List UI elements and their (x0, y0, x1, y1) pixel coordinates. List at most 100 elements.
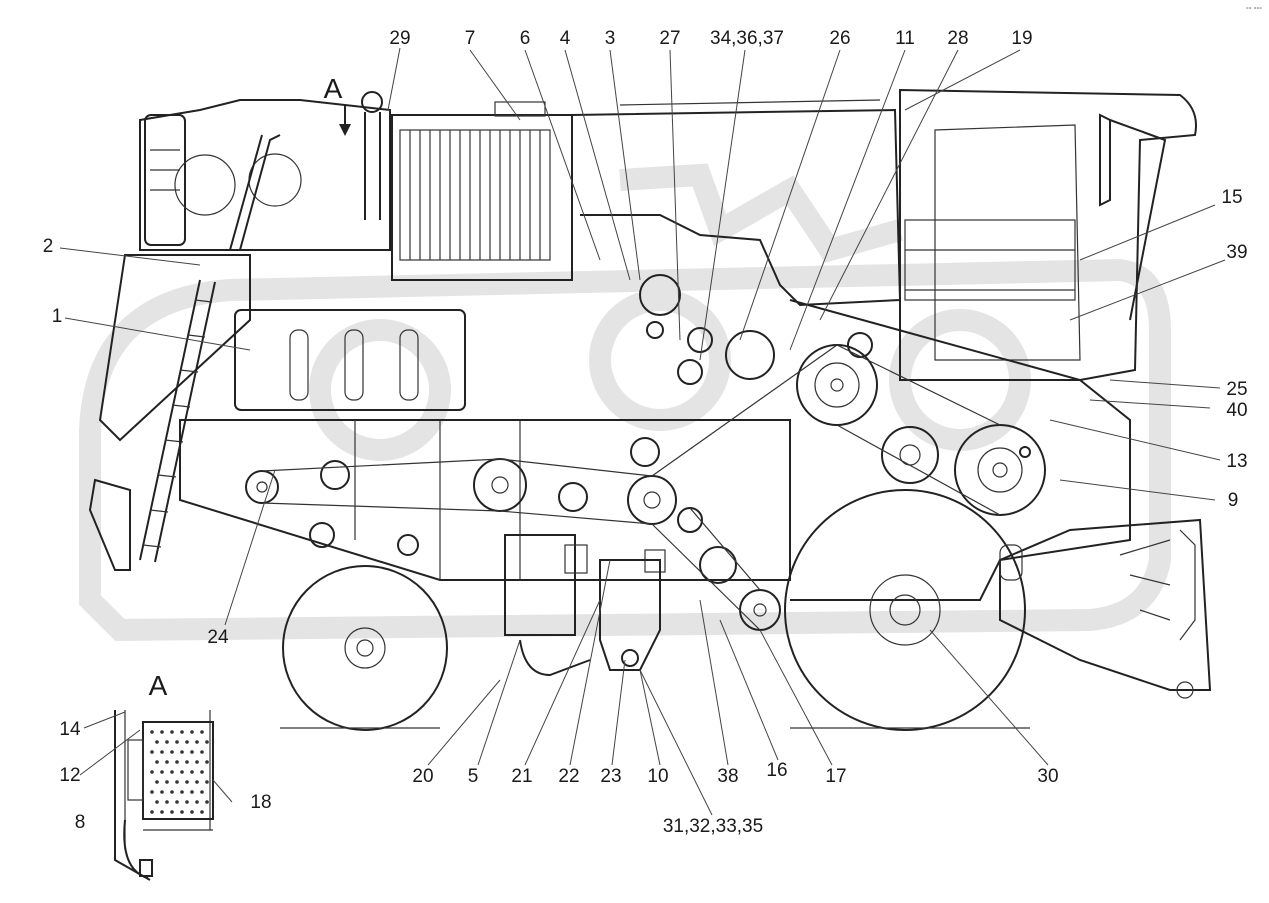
wheels (280, 489, 1030, 731)
perforation-dot (180, 730, 184, 734)
perforation-dot (195, 780, 199, 784)
callout-29: 29 (389, 28, 410, 49)
perforation-dot (165, 780, 169, 784)
callout-21: 21 (511, 766, 532, 787)
corner-mark: °° °°° (1246, 6, 1262, 14)
perforation-dot (200, 790, 204, 794)
perforation-dot (200, 810, 204, 814)
inset-letter: A (149, 670, 168, 701)
callout-12: 12 (59, 765, 80, 786)
perforation-dot (170, 790, 174, 794)
leader-lines (59, 47, 1226, 816)
callouts-inset: 14 12 8 18 (59, 719, 271, 833)
perforation-dot (160, 750, 164, 754)
perforation-dot (170, 730, 174, 734)
callout-5: 5 (468, 766, 479, 787)
callout-30: 30 (1037, 766, 1058, 787)
perforation-dot (205, 740, 209, 744)
callouts-right: 15 39 25 40 13 9 (1221, 187, 1247, 511)
callout-7: 7 (465, 28, 476, 49)
perforation-dot (200, 730, 204, 734)
perforation-dot (165, 800, 169, 804)
callouts-top: 29 7 6 4 3 27 34,36,37 26 11 28 19 (389, 28, 1032, 49)
callout-18: 18 (250, 792, 271, 813)
perforation-dot (180, 810, 184, 814)
perforation-dot (185, 740, 189, 744)
perforation-dot (185, 780, 189, 784)
callout-17: 17 (825, 766, 846, 787)
callout-19: 19 (1011, 28, 1032, 49)
perforation-dot (190, 730, 194, 734)
perforation-dot (185, 800, 189, 804)
perforation-dot (185, 760, 189, 764)
perforation-dot (195, 760, 199, 764)
perforation-dot (160, 730, 164, 734)
callout-14: 14 (59, 719, 81, 740)
perforation-dot (180, 790, 184, 794)
perforation-dot (195, 740, 199, 744)
callout-4: 4 (560, 28, 571, 49)
perforation-dot (150, 790, 154, 794)
callout-31-32-33-35: 31,32,33,35 (663, 816, 763, 837)
callout-28: 28 (947, 28, 968, 49)
view-letter: A (324, 73, 343, 104)
callout-27: 27 (659, 28, 680, 49)
perforation-dot (155, 800, 159, 804)
callout-1: 1 (52, 306, 63, 327)
callout-3: 3 (605, 28, 616, 49)
callout-23: 23 (600, 766, 621, 787)
callout-24: 24 (207, 627, 229, 648)
callout-40: 40 (1226, 400, 1247, 421)
callout-20: 20 (412, 766, 433, 787)
perforation-dot (150, 750, 154, 754)
callout-38: 38 (717, 766, 738, 787)
harvester-body (88, 88, 1197, 601)
callout-8: 8 (75, 812, 86, 833)
perforation-dot (175, 740, 179, 744)
perforation-dot (190, 770, 194, 774)
callout-6: 6 (520, 28, 531, 49)
perforation-dot (180, 750, 184, 754)
perforation-dot (160, 790, 164, 794)
callout-26: 26 (829, 28, 850, 49)
callout-13: 13 (1226, 451, 1247, 472)
perforation-dot (150, 810, 154, 814)
callout-34-36-37: 34,36,37 (710, 28, 784, 49)
perforation-dot (175, 780, 179, 784)
perforation-dot (190, 750, 194, 754)
callouts-bottom: 20 5 21 22 23 10 38 16 17 30 31,32,33,35 (412, 760, 1058, 837)
perforation-dot (150, 770, 154, 774)
perforation-dot (155, 780, 159, 784)
callout-16: 16 (766, 760, 787, 781)
callout-11: 11 (895, 28, 915, 49)
callout-9: 9 (1228, 490, 1239, 511)
perforation-dot (150, 730, 154, 734)
perforation-dot (160, 770, 164, 774)
perforation-dot (170, 810, 174, 814)
perforation-grid (150, 730, 209, 814)
callouts-left: 2 1 24 (43, 236, 229, 648)
perforation-dot (165, 760, 169, 764)
perforation-dot (155, 740, 159, 744)
perforation-dot (180, 770, 184, 774)
perforation-dot (190, 790, 194, 794)
inset-view-a (114, 710, 214, 881)
perforation-dot (200, 750, 204, 754)
perforation-dot (205, 800, 209, 804)
callout-2: 2 (43, 236, 54, 257)
callout-39: 39 (1226, 242, 1247, 263)
perforation-dot (205, 760, 209, 764)
callout-15: 15 (1221, 187, 1242, 208)
perforation-dot (170, 770, 174, 774)
view-arrow (339, 105, 351, 136)
perforation-dot (205, 780, 209, 784)
perforation-dot (200, 770, 204, 774)
perforation-dot (175, 800, 179, 804)
callout-25: 25 (1226, 379, 1247, 400)
drive-pulleys (245, 274, 1046, 631)
callout-10: 10 (647, 766, 668, 787)
perforation-dot (160, 810, 164, 814)
perforation-dot (190, 810, 194, 814)
